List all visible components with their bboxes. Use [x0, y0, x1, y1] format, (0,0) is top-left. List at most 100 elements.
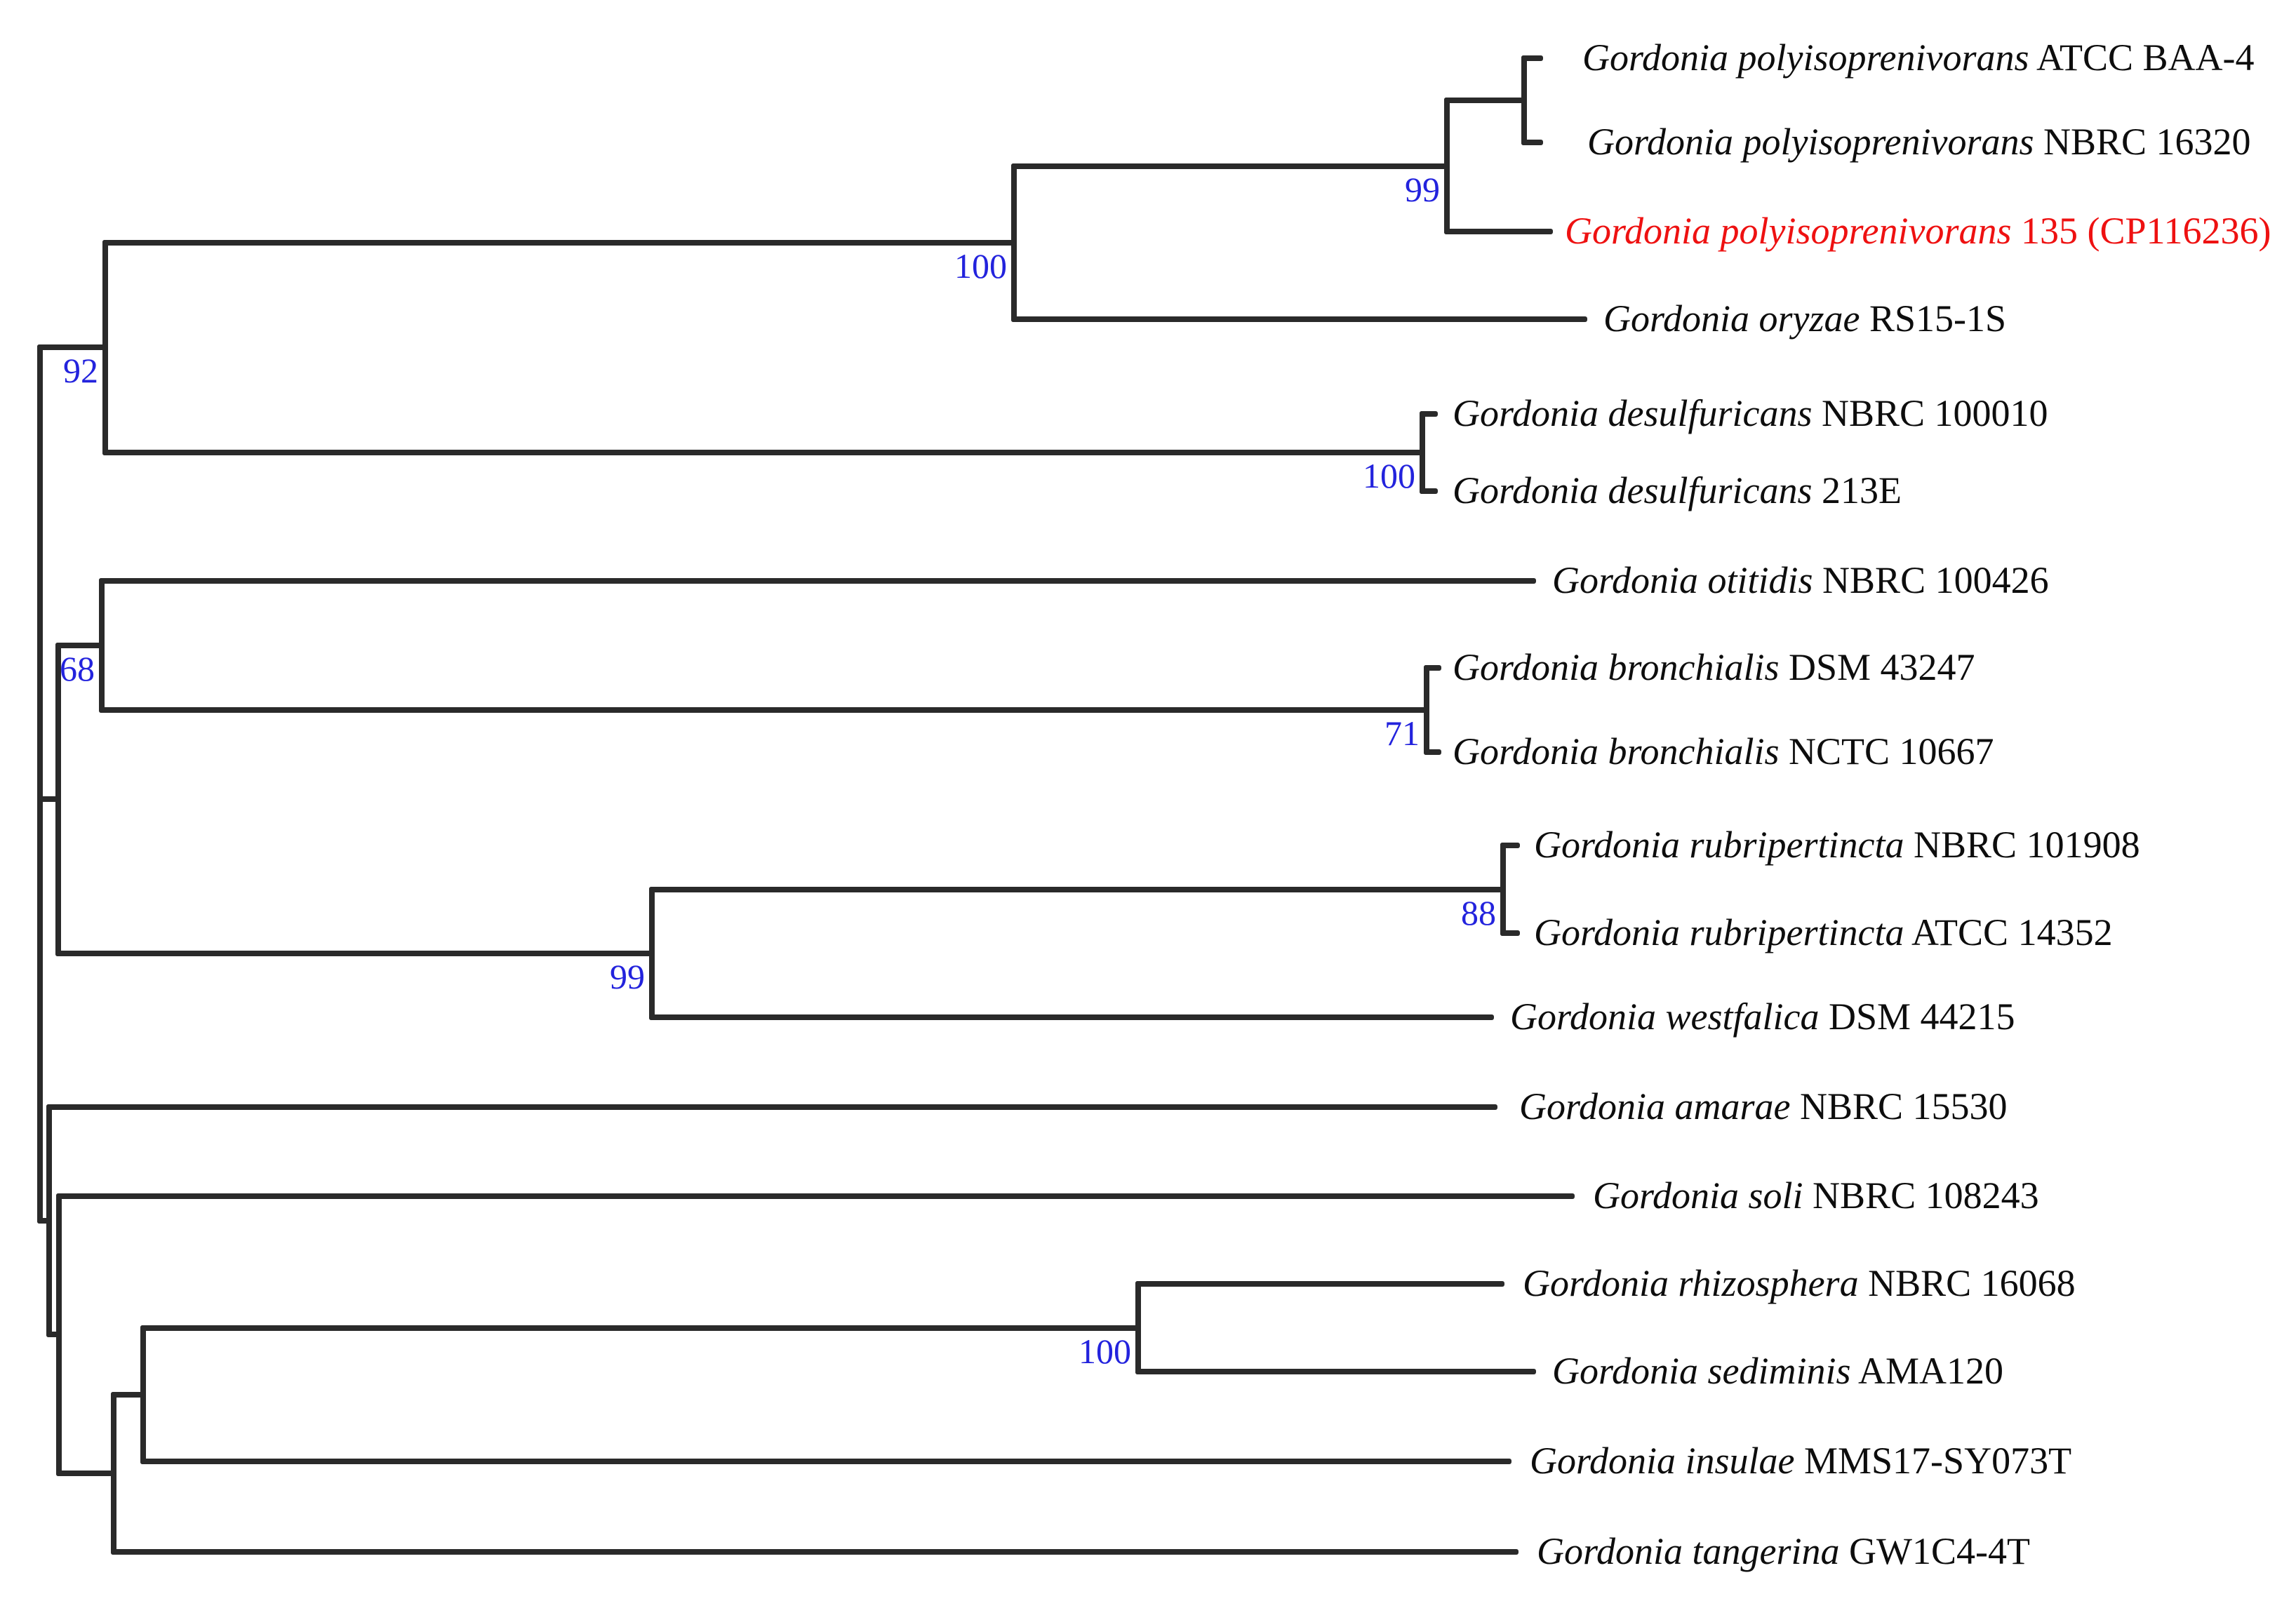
taxon-label: Gordonia rubripertincta NBRC 101908	[1534, 826, 2140, 864]
taxon-label: Gordonia sediminis AMA120	[1552, 1352, 2003, 1390]
taxon-species-name: Gordonia bronchialis	[1453, 645, 1780, 688]
taxon-species-name: Gordonia polyisoprenivorans	[1582, 36, 2029, 79]
bootstrap-support-label: 92	[63, 351, 98, 391]
taxon-strain-id: DSM 44215	[1819, 995, 2015, 1038]
taxon-species-name: Gordonia desulfuricans	[1453, 469, 1813, 511]
tree-branch-vertical	[99, 578, 105, 713]
tree-branch-horizontal	[46, 1332, 62, 1338]
taxon-label: Gordonia insulae MMS17-SY073T	[1530, 1442, 2071, 1480]
taxon-label: Gordonia polyisoprenivorans NBRC 16320	[1587, 123, 2251, 161]
tree-branch-horizontal	[56, 1193, 1575, 1199]
tree-branch-vertical	[1011, 163, 1017, 322]
tree-branch-horizontal	[1135, 1281, 1504, 1287]
tree-branch-vertical	[1500, 843, 1506, 936]
taxon-label: Gordonia bronchialis DSM 43247	[1453, 648, 1975, 686]
tree-branch-horizontal	[1521, 55, 1543, 61]
tree-branch-horizontal	[1424, 749, 1441, 755]
tree-branch-vertical	[56, 1193, 62, 1476]
bootstrap-support-label: 71	[1384, 714, 1420, 753]
taxon-species-name: Gordonia rubripertincta	[1534, 911, 1904, 953]
bootstrap-support-label: 88	[1461, 892, 1496, 932]
taxon-label: Gordonia rubripertincta ATCC 14352	[1534, 913, 2113, 951]
tree-branch-vertical	[37, 344, 43, 1224]
tree-branch-vertical	[1444, 98, 1450, 234]
bootstrap-support-label: 99	[610, 956, 645, 996]
taxon-label: Gordonia bronchialis NCTC 10667	[1453, 732, 1994, 770]
tree-branch-vertical	[55, 643, 61, 956]
tree-branch-horizontal	[102, 239, 1017, 246]
tree-branch-vertical	[1521, 55, 1527, 145]
tree-branch-horizontal	[1424, 665, 1441, 671]
taxon-label: Gordonia amarae NBRC 15530	[1519, 1087, 2008, 1125]
tree-branch-horizontal	[1521, 140, 1543, 145]
tree-branch-horizontal	[55, 643, 105, 648]
taxon-strain-id: NBRC 108243	[1803, 1174, 2039, 1217]
tree-branch-horizontal	[649, 886, 1506, 892]
tree-branch-vertical	[111, 1391, 116, 1555]
taxon-species-name: Gordonia soli	[1593, 1174, 1803, 1217]
tree-branch-horizontal	[56, 1470, 116, 1476]
tree-branch-horizontal	[46, 1104, 1497, 1110]
tree-branch-vertical	[1420, 411, 1425, 494]
taxon-species-name: Gordonia polyisoprenivorans	[1565, 209, 2012, 252]
tree-branch-horizontal	[99, 578, 1536, 584]
taxon-species-name: Gordonia westfalica	[1510, 995, 1820, 1038]
tree-branch-horizontal	[1420, 411, 1438, 417]
tree-branch-vertical	[102, 239, 108, 455]
taxon-species-name: Gordonia insulae	[1530, 1439, 1795, 1482]
taxon-strain-id: 135 (CP116236)	[2011, 209, 2271, 252]
taxon-label: Gordonia polyisoprenivorans 135 (CP11623…	[1565, 212, 2271, 250]
taxon-strain-id: NBRC 100010	[1812, 391, 2048, 434]
bootstrap-support-label: 99	[1405, 169, 1440, 209]
taxon-strain-id: NBRC 15530	[1790, 1085, 2008, 1127]
taxon-strain-id: MMS17-SY073T	[1794, 1439, 2072, 1482]
tree-branch-horizontal	[1500, 930, 1520, 936]
tree-branch-horizontal	[140, 1325, 1141, 1331]
tree-branch-vertical	[1424, 665, 1429, 755]
taxon-species-name: Gordonia bronchialis	[1453, 730, 1780, 772]
tree-branch-vertical	[1135, 1281, 1141, 1374]
tree-branch-horizontal	[1444, 98, 1527, 103]
tree-branch-horizontal	[649, 1014, 1494, 1020]
taxon-label: Gordonia tangerina GW1C4-4T	[1537, 1532, 2030, 1570]
taxon-strain-id: RS15-1S	[1860, 297, 2007, 340]
taxon-species-name: Gordonia desulfuricans	[1453, 391, 1813, 434]
taxon-species-name: Gordonia rubripertincta	[1534, 823, 1904, 866]
taxon-strain-id: ATCC BAA-4	[2029, 36, 2255, 79]
taxon-strain-id: AMA120	[1850, 1349, 2004, 1392]
taxon-species-name: Gordonia otitidis	[1552, 558, 1813, 601]
taxon-strain-id: NBRC 101908	[1904, 823, 2140, 866]
taxon-label: Gordonia rhizosphera NBRC 16068	[1523, 1264, 2076, 1302]
tree-branch-horizontal	[1420, 488, 1438, 494]
taxon-strain-id: 213E	[1812, 469, 1902, 511]
tree-branch-horizontal	[55, 950, 655, 956]
tree-branch-horizontal	[1135, 1369, 1536, 1374]
tree-branch-horizontal	[111, 1391, 146, 1398]
taxon-species-name: Gordonia oryzae	[1603, 297, 1860, 340]
tree-branch-horizontal	[37, 1218, 52, 1224]
tree-branch-horizontal	[102, 450, 1425, 455]
bootstrap-support-label: 100	[1079, 1331, 1131, 1371]
bootstrap-support-label: 68	[60, 649, 95, 688]
tree-branch-horizontal	[37, 344, 108, 351]
taxon-label: Gordonia desulfuricans 213E	[1453, 471, 1902, 509]
bootstrap-support-label: 100	[954, 246, 1007, 286]
taxon-species-name: Gordonia rhizosphera	[1523, 1261, 1859, 1304]
tree-branch-horizontal	[1444, 229, 1553, 234]
taxon-label: Gordonia otitidis NBRC 100426	[1552, 561, 2049, 599]
tree-branch-vertical	[649, 886, 655, 1020]
taxon-strain-id: NBRC 16320	[2034, 120, 2251, 163]
tree-branch-vertical	[46, 1104, 52, 1338]
taxon-label: Gordonia oryzae RS15-1S	[1603, 300, 2006, 337]
taxon-strain-id: DSM 43247	[1779, 645, 1975, 688]
taxon-species-name: Gordonia tangerina	[1537, 1529, 1840, 1572]
tree-branch-horizontal	[111, 1549, 1519, 1555]
taxon-species-name: Gordonia polyisoprenivorans	[1587, 120, 2034, 163]
taxon-label: Gordonia soli NBRC 108243	[1593, 1177, 2039, 1214]
taxon-species-name: Gordonia sediminis	[1552, 1349, 1851, 1392]
tree-branch-horizontal	[140, 1459, 1511, 1464]
tree-branch-horizontal	[1500, 843, 1520, 848]
taxon-strain-id: GW1C4-4T	[1839, 1529, 2030, 1572]
taxon-strain-id: NBRC 100426	[1813, 558, 2049, 601]
